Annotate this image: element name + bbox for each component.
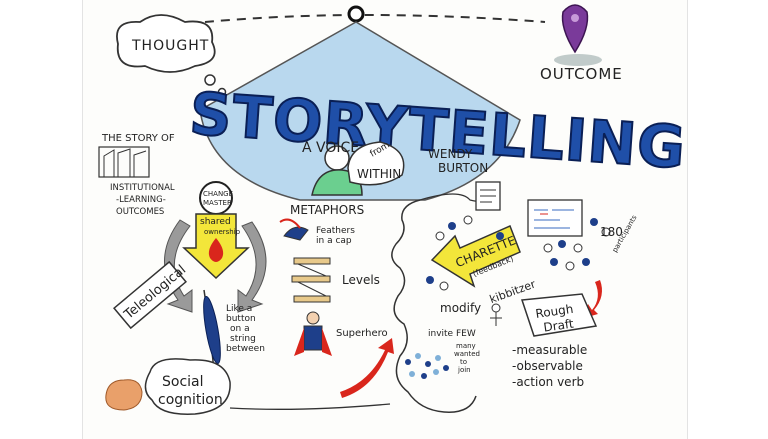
metaphors-heading: METAPHORS xyxy=(290,203,364,217)
participant-figures xyxy=(543,218,611,271)
social-line: Social xyxy=(162,374,204,390)
people-group-charette xyxy=(426,215,504,291)
shared-line: ownership xyxy=(204,228,241,236)
gray-cycle-arrow-right xyxy=(237,221,267,313)
change-master-line: MASTER xyxy=(203,199,232,207)
button-text: Like a xyxy=(226,304,252,314)
thought-cloud xyxy=(116,14,216,73)
story-of-building-sketch xyxy=(98,146,150,178)
superhero-cape xyxy=(294,328,332,356)
superhero-head xyxy=(306,311,320,325)
author-first: WENDY xyxy=(428,147,473,161)
feathered-cap-icon xyxy=(283,226,309,241)
author-last: BURTON xyxy=(438,161,488,175)
change-master-circle xyxy=(199,181,233,215)
feathers-line: Feathers xyxy=(316,226,355,236)
outcome-pin-icon xyxy=(561,4,589,54)
blue-button xyxy=(203,296,221,364)
teleological-box xyxy=(113,260,187,330)
levels-zigzag xyxy=(297,263,327,297)
charette-arrow xyxy=(430,224,521,288)
story-of-line: -LEARNING- xyxy=(116,195,166,205)
criteria-item: -measurable xyxy=(512,343,587,357)
levels-ladder-icon xyxy=(291,257,331,303)
participants-count: 180 xyxy=(600,225,623,239)
outcome-pin-shadow xyxy=(554,54,602,66)
voice-label: A VOICE xyxy=(302,140,359,156)
thought-label: THOUGHT xyxy=(131,38,209,54)
change-master-line: CHANGE xyxy=(203,190,233,198)
thought-bubble-dot xyxy=(204,74,216,86)
story-of-line: OUTCOMES xyxy=(116,207,164,217)
story-of-heading: THE STORY OF xyxy=(101,133,175,144)
button-text: button xyxy=(226,314,256,324)
cap-feather xyxy=(279,218,301,229)
kibbitzer-figure-head xyxy=(491,303,501,313)
loopy-process-path xyxy=(391,199,477,413)
shared-line: shared xyxy=(200,217,231,227)
social-cognition-bubble xyxy=(144,358,231,415)
superhero-body xyxy=(303,325,323,351)
crowd-dots xyxy=(405,353,449,379)
kibbitzer-figure-body xyxy=(490,312,502,326)
button-text: on a xyxy=(230,324,250,334)
story-of-building-lines xyxy=(103,148,147,177)
many-line: to xyxy=(460,358,467,366)
social-line: cognition xyxy=(158,392,223,408)
rough-draft-line: Draft xyxy=(543,317,575,335)
superhero-label: Superhero xyxy=(336,328,388,339)
hanging-pin xyxy=(347,5,365,23)
criteria-item: -action verb xyxy=(512,375,584,389)
levels-label: Levels xyxy=(342,273,380,287)
rough-draft-paper xyxy=(520,293,598,337)
whiteboard-marks xyxy=(534,209,574,229)
modify-label: modify xyxy=(440,301,481,315)
button-text: string xyxy=(230,334,256,344)
many-line: wanted xyxy=(454,350,480,358)
voice-speech-bubble xyxy=(347,141,405,186)
invite-few-label: invite FEW xyxy=(428,329,476,339)
many-line: many xyxy=(456,342,476,350)
criteria-item: -observable xyxy=(512,359,583,373)
voice-within: WITHIN xyxy=(357,167,401,181)
shared-red-drop xyxy=(208,238,224,262)
feathers-line: in a cap xyxy=(316,236,352,246)
many-line: join xyxy=(457,366,471,374)
button-text: between xyxy=(226,344,265,354)
brain-icon xyxy=(105,379,143,411)
document-lines xyxy=(480,189,496,203)
story-of-line: INSTITUTIONAL xyxy=(110,183,175,193)
gray-cycle-arrow-left xyxy=(164,219,193,313)
sky-dome xyxy=(199,21,521,201)
top-dashed-line xyxy=(204,14,546,23)
outcome-pin-dot xyxy=(571,14,579,22)
thought-bubble-dot xyxy=(217,87,227,97)
bottom-connector-line xyxy=(229,403,391,410)
outcome-label: OUTCOME xyxy=(540,65,623,83)
whiteboard-sketch xyxy=(527,199,583,237)
red-curve-arrow xyxy=(340,338,394,398)
rough-draft-line: Rough xyxy=(535,302,575,321)
